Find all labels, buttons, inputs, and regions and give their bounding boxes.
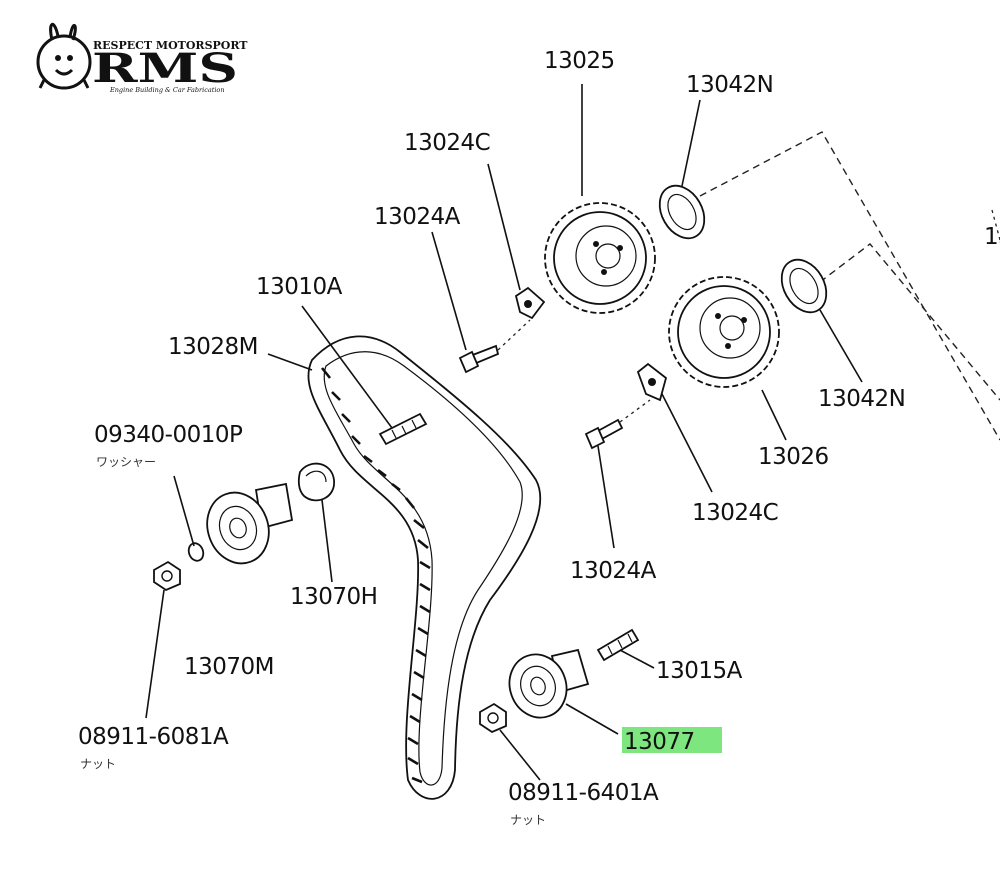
logo-tagline: Engine Building & Car Fabrication bbox=[109, 86, 225, 94]
label-09340-0010P: 09340-0010P bbox=[94, 422, 243, 448]
label-13070M: 13070M bbox=[184, 654, 274, 680]
tensioner-pulley bbox=[508, 648, 590, 719]
label-13028M: 13028M bbox=[168, 334, 258, 360]
label-13024C-upper: 13024C bbox=[404, 130, 490, 156]
highlight-box bbox=[622, 727, 722, 753]
label-13024C-lower: 13024C bbox=[692, 500, 778, 526]
camshaft-sprocket-lower bbox=[668, 276, 780, 388]
stud-upper bbox=[378, 412, 428, 446]
label-edge-cut: 13 bbox=[984, 224, 1000, 250]
logo: RESPECT MOTORSPORT RMS Engine Building &… bbox=[36, 23, 248, 94]
cam-bolt-lower bbox=[584, 399, 651, 450]
label-13042N-upper: 13042N bbox=[686, 72, 773, 98]
logo-badge-title: RESPECT MOTORSPORT bbox=[93, 39, 248, 52]
idler-pulley bbox=[206, 482, 294, 565]
label-13070H: 13070H bbox=[290, 584, 377, 610]
stud-lower bbox=[596, 628, 640, 662]
label-13077: 13077 bbox=[624, 729, 695, 755]
label-washer-sub: ワッシャー bbox=[96, 455, 156, 469]
label-08911-6081A: 08911-6081A bbox=[78, 724, 229, 750]
knock-plate-upper bbox=[514, 286, 546, 320]
part-labels: 13025 13042N 13024C 13024A 13010A 13028M… bbox=[78, 48, 1000, 827]
label-13010A: 13010A bbox=[256, 274, 343, 300]
housing-outline bbox=[699, 131, 1000, 441]
label-13025: 13025 bbox=[544, 48, 615, 74]
timing-belt bbox=[307, 335, 542, 800]
label-nut-right-sub: ナット bbox=[510, 813, 546, 827]
label-13042N-lower: 13042N bbox=[818, 386, 905, 412]
spring-clip bbox=[297, 462, 335, 502]
knock-plate-lower bbox=[636, 362, 668, 402]
camshaft-sprocket-upper bbox=[544, 202, 656, 314]
cam-bolt-upper bbox=[458, 319, 531, 374]
oil-seal-lower bbox=[780, 258, 828, 314]
label-13024A-upper: 13024A bbox=[374, 204, 461, 230]
label-nut-left-sub: ナット bbox=[80, 757, 116, 771]
label-13026: 13026 bbox=[758, 444, 829, 470]
oil-seal-upper bbox=[658, 184, 706, 240]
rabbit-mascot-icon bbox=[36, 23, 92, 90]
washer bbox=[187, 542, 205, 562]
label-08911-6401A: 08911-6401A bbox=[508, 780, 659, 806]
label-13024A-lower: 13024A bbox=[570, 558, 657, 584]
nut-left bbox=[153, 560, 181, 592]
leader-lines bbox=[145, 84, 863, 781]
nut-right bbox=[479, 702, 507, 734]
logo-wordmark: RMS bbox=[92, 45, 238, 92]
label-13015A: 13015A bbox=[656, 658, 743, 684]
